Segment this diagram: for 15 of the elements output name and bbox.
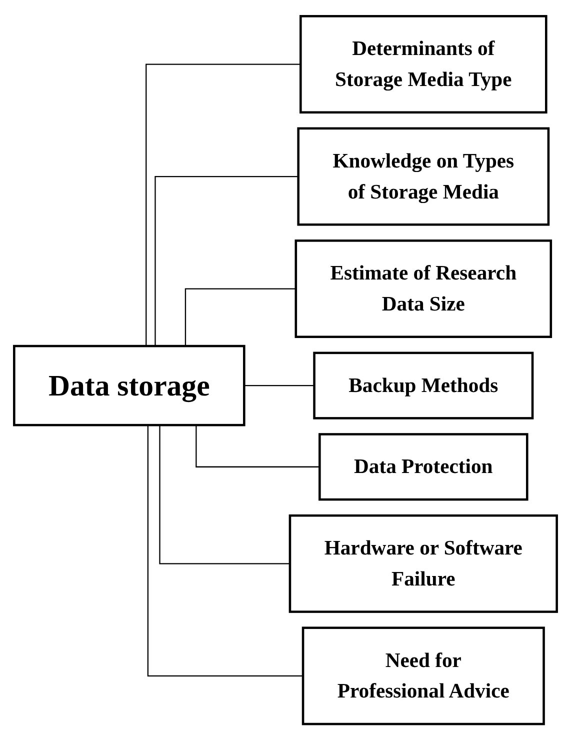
node-box: Backup Methods: [313, 352, 534, 420]
connector: [159, 424, 290, 564]
connector: [184, 288, 296, 346]
connector: [147, 424, 304, 676]
connector: [196, 424, 320, 468]
node-box: Hardware or Software Failure: [288, 514, 558, 613]
node-box: Data Protection: [318, 433, 528, 501]
node-box: Need for Professional Advice: [302, 626, 545, 726]
connector: [244, 384, 314, 386]
connector: [146, 64, 301, 346]
node-box: Determinants of Storage Media Type: [300, 14, 548, 114]
node-box: Data storage: [13, 344, 246, 426]
connector: [154, 176, 298, 346]
node-box: Estimate of Research Data Size: [294, 239, 552, 338]
node-box: Knowledge on Types of Storage Media: [297, 127, 550, 226]
